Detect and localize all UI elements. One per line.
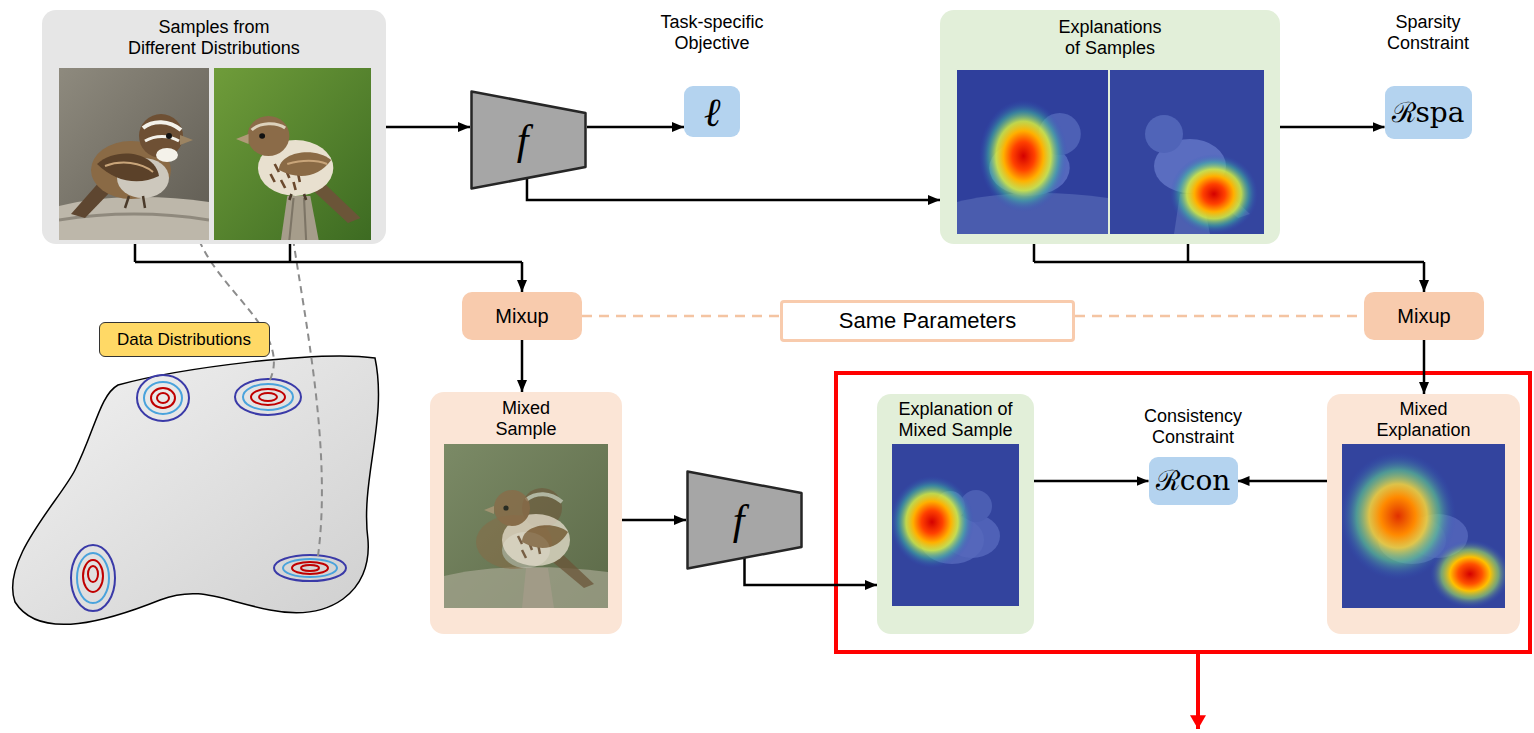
heatmap — [957, 70, 1108, 234]
distribution-label: Data Distributions — [99, 322, 270, 357]
flow-arrow — [135, 244, 522, 292]
shared-parameters-box: Same Parameters — [780, 300, 1075, 342]
trapezoid-shape — [686, 470, 803, 570]
objective-box: Task-specific Objective ℓ — [650, 12, 774, 137]
flow-arrow — [1034, 480, 1149, 483]
explanation-panel: Explanations of Samples — [940, 10, 1280, 244]
constraint-box: Sparsity Constraintℛspa — [1370, 12, 1486, 139]
symbol-box: ℓ — [684, 86, 740, 137]
heatmap — [892, 444, 1019, 606]
dashed-link — [582, 315, 780, 318]
contour-set — [71, 375, 346, 611]
explanation-panel: Explanation of Mixed Sample — [877, 394, 1034, 634]
sample-panel: Samples from Different Distributions — [42, 10, 386, 244]
flow-arrow — [527, 178, 940, 200]
constraint-label: Consistency Constraint — [1140, 406, 1246, 447]
panel-heading: Explanations of Samples — [1053, 17, 1166, 58]
symbol-box: ℛspa — [1385, 86, 1472, 139]
math-symbol: ℓ — [704, 92, 721, 132]
constraint-box: Consistency Constraintℛcon — [1137, 406, 1249, 505]
distribution-blob — [13, 356, 379, 624]
box-label: Same Parameters — [839, 308, 1016, 333]
box-label: Mixup — [1397, 305, 1450, 328]
function-symbol: f — [517, 119, 529, 161]
symbol-box: ℛcon — [1149, 457, 1238, 505]
dashed-link — [1075, 315, 1364, 318]
math-symbol: ℛspa — [1392, 99, 1465, 127]
mixed-photo — [444, 444, 608, 608]
constraint-label: Task-specific Objective — [654, 12, 771, 53]
flow-arrow — [1423, 340, 1426, 394]
flow-arrow — [1280, 126, 1385, 129]
panel-heading: Samples from Different Distributions — [125, 17, 302, 58]
model-block: f — [686, 470, 803, 570]
flow-arrow — [386, 126, 470, 129]
model-block: f — [470, 90, 587, 190]
flow-arrow — [521, 340, 524, 392]
panel-heading: Mixed Sample — [492, 398, 560, 439]
heatmap — [1110, 70, 1264, 234]
panel-heading: Mixed Explanation — [1373, 399, 1474, 440]
bird-photo — [214, 68, 371, 240]
mixed-explanation-panel: Mixed Explanation — [1327, 394, 1520, 634]
flow-arrow — [622, 519, 686, 522]
function-symbol: f — [733, 499, 745, 541]
trapezoid-shape — [470, 90, 587, 190]
sampling-arrow — [196, 232, 274, 380]
constraint-label: Sparsity Constraint — [1384, 12, 1472, 53]
mixup-box: Mixup — [1364, 292, 1484, 340]
math-symbol: ℛcon — [1156, 467, 1231, 495]
flow-arrow — [745, 558, 878, 586]
flow-arrow — [587, 126, 684, 129]
bird-photo — [59, 68, 209, 240]
highlight-arrow — [1196, 654, 1200, 729]
box-label: Mixup — [495, 305, 548, 328]
mixed-sample-panel: Mixed Sample — [430, 392, 622, 634]
box-label: Data Distributions — [117, 330, 251, 350]
highlight-frame — [836, 373, 1530, 652]
flow-arrow — [1238, 480, 1328, 483]
mixup-box: Mixup — [462, 292, 582, 340]
heatmap — [1342, 444, 1505, 608]
panel-heading: Explanation of Mixed Sample — [895, 399, 1016, 440]
sampling-arrow — [292, 232, 322, 556]
flow-arrow — [1034, 244, 1424, 292]
